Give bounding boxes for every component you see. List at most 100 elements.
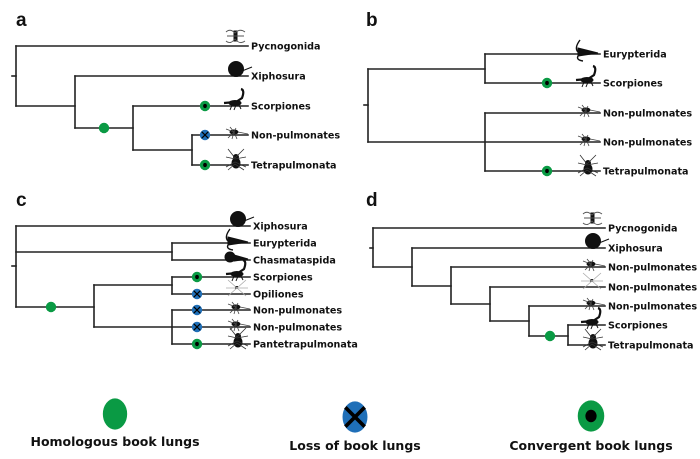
- arachnid-icon: [227, 301, 251, 315]
- homologous-dot-icon: [45, 301, 57, 313]
- horseshoe-crab-icon: [585, 233, 610, 249]
- legend-label-loss: Loss of book lungs: [289, 438, 420, 453]
- eurypterid-icon: [575, 39, 599, 62]
- tip-label: Tetrapulmonata: [251, 161, 337, 172]
- cross-mark: [201, 131, 209, 139]
- homologous-dot-icon: [544, 330, 556, 342]
- convergent-center-dot: [203, 103, 207, 109]
- tip-label: Eurypterida: [603, 50, 667, 61]
- panel-label-c: c: [16, 190, 27, 211]
- arachnid-icon: [582, 297, 606, 311]
- panel-c: c XiphosuraEurypteridaChasmataspidaScorp…: [11, 190, 358, 351]
- legend-convergent-book-lungs-marker: [577, 400, 605, 432]
- tip-label: Pycnogonida: [251, 42, 321, 53]
- tip-labels-b: EurypteridaScorpionesNon-pulmonatesNon-p…: [575, 39, 692, 178]
- spider-icon: [577, 154, 599, 177]
- tip-label: Eurypterida: [253, 239, 317, 250]
- convergent-center-dot: [545, 80, 549, 86]
- scorpion-icon: [223, 87, 245, 111]
- tip-label: Xiphosura: [608, 244, 663, 255]
- panel-b: b EurypteridaScorpionesNon-pulmonatesNon…: [363, 10, 692, 178]
- convergent-center-dot: [203, 162, 207, 168]
- tip-label: Non-pulmonates: [253, 306, 342, 317]
- cross-mark: [193, 306, 201, 314]
- convergent-center-dot: [195, 341, 199, 347]
- tip-labels-c: XiphosuraEurypteridaChasmataspidaScorpio…: [224, 211, 358, 351]
- tip-label: Tetrapulmonata: [603, 167, 689, 178]
- tip-label: Xiphosura: [251, 72, 306, 83]
- tip-label: Pycnogonida: [608, 224, 678, 235]
- tip-label: Non-pulmonates: [608, 302, 697, 313]
- markers-a: [98, 100, 211, 171]
- panel-label-d: d: [366, 190, 378, 211]
- spider-icon: [225, 148, 247, 171]
- homologous-dot-icon: [102, 398, 128, 430]
- convergent-center-dot: [545, 168, 549, 174]
- eurypterid-icon: [225, 228, 249, 251]
- tip-label: Non-pulmonates: [608, 283, 697, 294]
- loss-book-lungs-marker: [199, 129, 211, 141]
- markers-d: [544, 330, 556, 342]
- panel-label-b: b: [366, 10, 378, 31]
- sea-spider-icon: [582, 211, 603, 226]
- convergent-book-lungs-marker: [541, 165, 553, 177]
- tree-b-branches: [363, 53, 601, 172]
- homologous-book-lungs-marker: [544, 330, 556, 342]
- legend-label-homologous: Homologous book lungs: [30, 434, 199, 449]
- tip-label: Non-pulmonates: [253, 323, 342, 334]
- harvestman-icon: [226, 279, 248, 297]
- scorpion-icon: [575, 64, 597, 88]
- scorpion-icon: [580, 306, 602, 330]
- arachnid-icon: [577, 104, 601, 118]
- convergent-center-dot: [585, 409, 597, 423]
- legend-label-convergent: Convergent book lungs: [509, 438, 672, 453]
- tip-label: Xiphosura: [253, 222, 308, 233]
- panel-d: d PycnogonidaXiphosuraNon-pulmonatesNon-…: [366, 190, 697, 352]
- convergent-book-lungs-marker: [191, 271, 203, 283]
- tree-a-branches: [11, 45, 249, 166]
- tip-label: Tetrapulmonata: [608, 341, 694, 352]
- sea-spider-icon: [225, 29, 246, 44]
- convergent-book-lungs-marker: [199, 100, 211, 112]
- convergent-center-dot: [195, 274, 199, 280]
- loss-book-lungs-marker: [191, 304, 203, 316]
- arachnid-icon: [227, 318, 251, 332]
- arachnid-icon: [225, 126, 249, 140]
- tip-label: Non-pulmonates: [251, 131, 340, 142]
- tip-label: Scorpiones: [251, 102, 311, 113]
- markers-b: [541, 77, 553, 177]
- cross-mark: [193, 290, 201, 298]
- panel-label-a: a: [16, 10, 27, 31]
- markers-c: [45, 271, 203, 350]
- panel-a: a PycnogonidaXiphosuraScorpionesNon-pulm…: [11, 10, 340, 172]
- tip-label: Scorpiones: [608, 321, 668, 332]
- tip-label: Non-pulmonates: [603, 138, 692, 149]
- horseshoe-crab-icon: [230, 211, 255, 227]
- tip-labels-a: PycnogonidaXiphosuraScorpionesNon-pulmon…: [223, 29, 340, 172]
- horseshoe-crab-icon: [228, 61, 253, 77]
- homologous-book-lungs-marker: [45, 301, 57, 313]
- tip-label: Pantetrapulmonata: [253, 340, 358, 351]
- tree-d-branches: [369, 227, 606, 346]
- convergent-book-lungs-marker: [191, 338, 203, 350]
- tip-label: Scorpiones: [603, 79, 663, 90]
- legend-loss-book-lungs-marker: [342, 401, 368, 433]
- convergent-book-lungs-marker: [199, 159, 211, 171]
- spider-icon: [227, 327, 249, 350]
- arachnid-icon: [577, 133, 601, 147]
- loss-book-lungs-marker: [191, 321, 203, 333]
- legend-homologous-book-lungs-marker: [102, 398, 128, 430]
- tip-label: Scorpiones: [253, 273, 313, 284]
- tip-label: Non-pulmonates: [603, 109, 692, 120]
- tree-c-branches: [11, 225, 251, 345]
- cross-mark: [344, 406, 366, 428]
- scorpion-icon: [225, 258, 247, 282]
- convergent-book-lungs-marker: [541, 77, 553, 89]
- arachnid-icon: [582, 258, 606, 272]
- cross-mark: [193, 323, 201, 331]
- tip-labels-d: PycnogonidaXiphosuraNon-pulmonatesNon-pu…: [580, 211, 697, 352]
- tip-label: Chasmataspida: [253, 256, 336, 267]
- homologous-book-lungs-marker: [98, 122, 110, 134]
- homologous-dot-icon: [98, 122, 110, 134]
